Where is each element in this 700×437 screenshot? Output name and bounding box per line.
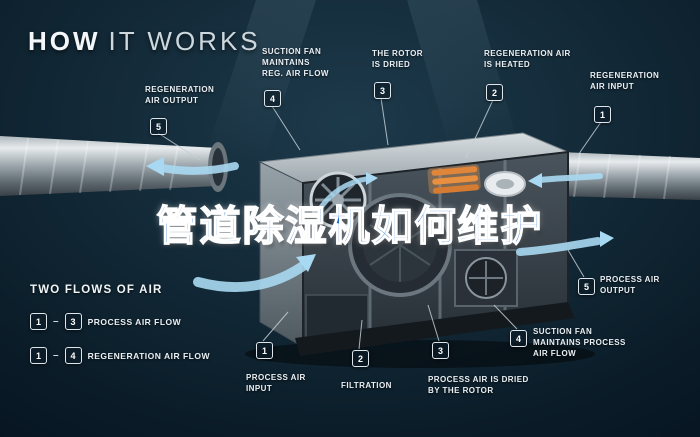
legend-badge-1a: 1 <box>30 313 47 330</box>
callout-filtration-label: FILTRATION <box>341 381 392 390</box>
callout-process-air-output-label: PROCESS AIR OUTPUT <box>600 275 660 296</box>
regen-input-arrow <box>528 173 603 188</box>
left-duct <box>0 136 228 196</box>
legend-row-regeneration: 1 – 4 REGENERATION AIR FLOW <box>30 347 210 364</box>
overlay-title: 管道除湿机如何维护 <box>156 202 544 250</box>
interior-arrow <box>315 172 378 215</box>
legend-process-air-flow-label: PROCESS AIR FLOW <box>87 316 182 327</box>
leader-lines <box>157 97 602 350</box>
legend-dash: – <box>53 316 59 327</box>
callout-rotor-dried-label: THE ROTOR IS DRIED <box>372 49 424 70</box>
legend-badge-1b: 1 <box>30 347 47 364</box>
callout-badge-2-bottom: 2 <box>352 350 369 367</box>
callout-badge-4-bottom: 4 <box>510 330 527 347</box>
callout-badge-5-bottom: 5 <box>578 278 595 295</box>
callout-regen-air-heated-label: REGENERATION AIR IS HEATED <box>484 49 571 70</box>
callout-badge-3-bottom: 3 <box>432 342 449 359</box>
airflow-arrows <box>146 157 614 293</box>
callout-process-air-dried-label: PROCESS AIR IS DRIED BY THE ROTOR <box>428 375 529 396</box>
dehumidifier-machine <box>258 132 575 356</box>
legend-heading: TWO FLOWS OF AIR <box>30 284 163 296</box>
callout-suction-fan-process-label: SUCTION FAN MAINTAINS PROCESS AIR FLOW <box>533 327 626 359</box>
process-input-arrow <box>193 254 316 293</box>
callout-badge-2-top: 2 <box>486 84 503 101</box>
callout-process-air-input-label: PROCESS AIR INPUT <box>246 373 306 394</box>
legend-badge-3: 3 <box>64 313 82 330</box>
heater <box>427 164 481 194</box>
fan-housing <box>484 171 526 197</box>
page-title-bold: HOW <box>28 26 101 56</box>
legend: TWO FLOWS OF AIR 1 – 3 PROCESS AIR FLOW … <box>30 284 210 364</box>
process-output-arrow <box>516 231 614 256</box>
legend-row-process: 1 – 3 PROCESS AIR FLOW <box>30 313 210 330</box>
rotor <box>348 193 452 297</box>
legend-dash: – <box>53 350 59 361</box>
page-title-light: IT WORKS <box>108 26 261 56</box>
regen-output-arrow <box>146 157 239 176</box>
callout-suction-fan-reg-label: SUCTION FAN MAINTAINS REG. AIR FLOW <box>262 47 329 79</box>
legend-badge-4: 4 <box>64 347 82 364</box>
process-fan <box>454 249 518 307</box>
callout-badge-1-top: 1 <box>594 106 611 123</box>
suction-fan <box>309 171 367 229</box>
callout-badge-5-top: 5 <box>150 118 167 135</box>
legend-regeneration-air-flow-label: REGENERATION AIR FLOW <box>87 350 210 361</box>
callout-regen-air-input-label: REGENERATION AIR INPUT <box>590 71 660 92</box>
callout-regen-air-output-label: REGENERATION AIR OUTPUT <box>145 85 215 106</box>
callout-badge-3-top: 3 <box>374 82 391 99</box>
callout-badge-1-bottom: 1 <box>256 342 273 359</box>
callout-badge-4-top: 4 <box>264 90 281 107</box>
